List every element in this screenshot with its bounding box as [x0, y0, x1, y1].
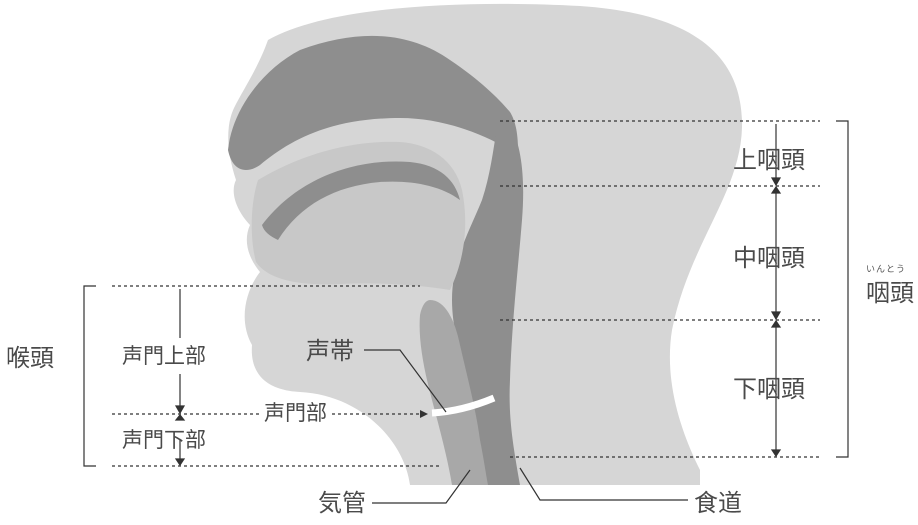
label-glottis: 声門部	[264, 403, 327, 424]
label-middle-pharynx: 中咽頭	[733, 246, 805, 270]
label-pharynx-ruby: いんとう	[866, 266, 906, 275]
label-lower-pharynx: 下咽頭	[733, 377, 805, 401]
larynx-bracket	[84, 286, 96, 466]
label-esophagus: 食道	[694, 491, 742, 515]
label-subglottis: 声門下部	[122, 430, 206, 451]
label-larynx: 喉頭	[6, 346, 54, 370]
label-pharynx: 咽頭	[866, 281, 914, 305]
label-supraglottis: 声門上部	[122, 346, 206, 367]
label-upper-pharynx: 上咽頭	[733, 148, 805, 172]
label-vocal-cords: 声帯	[306, 339, 354, 363]
label-trachea: 気管	[318, 491, 366, 515]
pharynx-bracket	[836, 121, 848, 457]
